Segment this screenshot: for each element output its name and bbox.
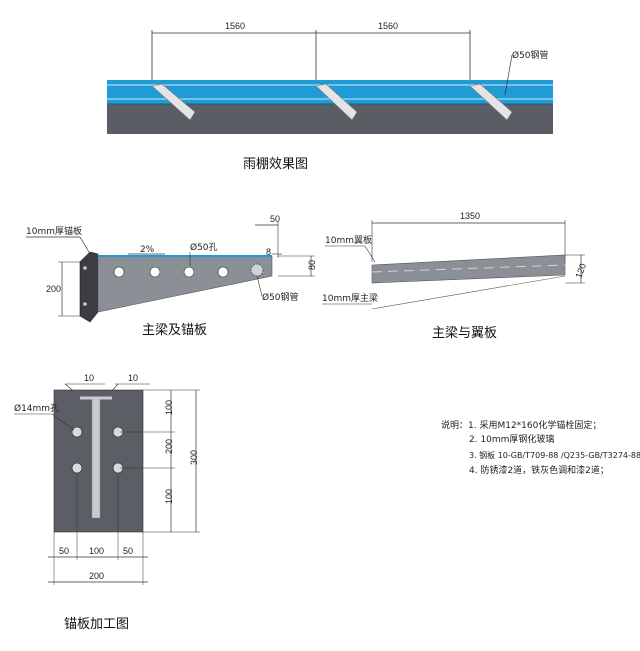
wing-dim-right: 120 [574,262,589,280]
anchor-plate [79,251,99,323]
slope-label: 2% [140,245,155,255]
hdim-50-left: 50 [59,546,69,556]
beam-anchor-view: 10mm厚锚板 2% Ø50孔 50 8 80 2 [26,214,317,338]
hdim-200: 200 [89,571,104,581]
pipe-section [250,263,264,277]
beam-hole [149,266,161,278]
weld-left-label: 10 [84,373,94,383]
pipe-leader [504,54,513,96]
anchor-plate-detail: 10 10 Ø14mm孔 100 200 100 300 50 [14,373,200,632]
wing-centerline [371,264,566,273]
note-line-3: 3. 钢板 10-GB/T709-88 /Q235-GB/T3274-88 [469,450,640,460]
beam-pipe-label: Ø50钢管 [262,291,299,303]
beam-dim-right: 80 [307,260,317,270]
canopy-beam [469,83,513,121]
wing-label: 10mm翼板 [325,234,372,246]
main-beam [97,255,273,313]
bolt-hole [71,462,83,474]
note-line-1: 说明：1. 采用M12*160化学锚栓固定； [441,419,601,431]
hole-size-label: Ø14mm孔 [14,403,59,414]
hole-size-leader [51,413,75,431]
vdim-100-bottom: 100 [164,489,174,504]
hdim-100: 100 [89,546,104,556]
canopy-dim-right: 1560 [378,21,398,31]
vdim-100-top: 100 [164,400,174,415]
bolt-hole-icon [83,266,87,270]
beam-dim-left: 200 [46,284,61,294]
wing-dim-top: 1350 [460,211,480,221]
canopy-pipe-label: Ø50钢管 [512,49,549,61]
beam-bottom-edge [371,275,566,310]
weld-right-label: 10 [128,373,138,383]
beam-dim-top: 50 [270,214,280,224]
canopy-caption: 雨棚效果图 [243,157,308,172]
vdim-300: 300 [189,450,199,465]
bolt-hole-icon [83,302,87,306]
anchor-plate-caption: 锚板加工图 [64,617,129,632]
wing-caption: 主梁与翼板 [432,326,497,341]
canopy-effect-view: 1560 1560 Ø50钢管 雨棚效果图 [107,21,553,172]
canopy-beam [315,83,358,121]
canopy-dim-left: 1560 [225,21,245,31]
beam-hole [113,266,125,278]
beam-wing-view: 1350 10mm翼板 120 10mm厚主梁 主梁与翼板 [322,211,588,341]
canopy-beam [151,83,196,121]
note-line-2: 2. 10mm厚钢化玻璃 [469,433,554,445]
anchor-plate-leader [79,236,90,253]
note-line-4: 4. 防锈漆2道，铁灰色调和漆2道； [469,464,609,476]
hole-label: Ø50孔 [190,242,218,253]
beam-label: 10mm厚主梁 [322,292,378,304]
beam-web-slot [91,397,101,519]
wing-leader [364,245,376,263]
beam-anchor-caption: 主梁及锚板 [142,323,207,338]
vdim-200: 200 [164,439,174,454]
pipe-leader [256,275,263,297]
weld-mark: 8 [266,247,271,257]
beam-hole [183,266,195,278]
anchor-plate-label: 10mm厚锚板 [26,225,82,237]
beam-hole [217,266,229,278]
bolt-hole [71,426,83,438]
notes: 说明：1. 采用M12*160化学锚栓固定； 2. 10mm厚钢化玻璃 3. 钢… [441,419,640,476]
hdim-50-right: 50 [123,546,133,556]
